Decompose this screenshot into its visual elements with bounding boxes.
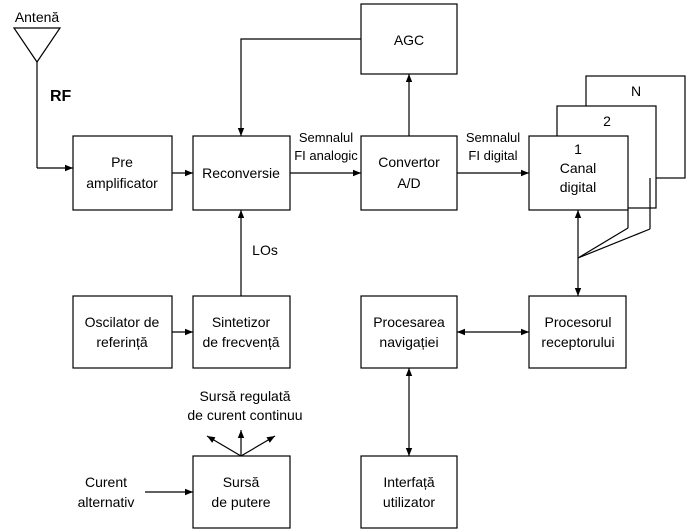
block-procesarea-line1: Procesarea xyxy=(373,314,445,330)
block-interfata-utilizator xyxy=(360,455,458,529)
label-fi-digital-line1: Semnalul xyxy=(466,130,520,145)
block-sintetizor-line1: Sintetizor xyxy=(212,314,271,330)
block-agc-line1: AGC xyxy=(394,32,424,48)
label-fi-analogic-line1: Semnalul xyxy=(299,130,353,145)
block-canal-digital xyxy=(528,135,629,211)
block-procesorul-line2: receptorului xyxy=(541,334,614,350)
block-convertor-ad xyxy=(360,135,458,211)
channel-bus-lines xyxy=(577,178,651,259)
block-convertor-ad-line2: A/D xyxy=(397,175,420,191)
block-interfata-line1: Interfață xyxy=(383,474,435,490)
block-interfata-line2: utilizator xyxy=(383,494,435,510)
block-canal-digital-line2: Canal xyxy=(560,160,597,176)
block-canal-n-label: N xyxy=(631,83,641,99)
block-sursa-line1: Sursă xyxy=(223,474,260,490)
block-preamplificator-line2: amplificator xyxy=(86,175,158,191)
rf-label: RF xyxy=(50,88,72,105)
label-ac-input-line2: alternativ xyxy=(78,494,135,510)
block-procesorul-receptorului xyxy=(528,295,627,369)
label-los: LOs xyxy=(252,242,278,258)
block-canal-digital-line3: digital xyxy=(560,179,597,195)
block-procesarea-line2: navigației xyxy=(379,334,438,350)
block-oscilator-line1: Oscilator de xyxy=(85,314,160,330)
block-agc xyxy=(360,3,458,75)
arrow-agc-to-reconversie xyxy=(237,38,361,136)
label-dc-source-line1: Sursă regulată xyxy=(199,388,290,404)
block-sintetizor xyxy=(192,295,291,369)
block-reconversie-line1: Reconversie xyxy=(202,165,280,181)
block-sintetizor-line2: de frecvență xyxy=(202,334,279,350)
block-procesarea-navigatiei xyxy=(360,295,458,369)
block-oscilator-line2: referință xyxy=(96,334,148,350)
label-ac-input-line1: Curent xyxy=(85,474,127,490)
block-sursa-de-putere xyxy=(192,455,291,529)
dc-output-arrows xyxy=(206,430,276,457)
block-sursa-line2: de putere xyxy=(211,494,270,510)
block-preamplificator-line1: Pre xyxy=(111,154,133,170)
block-procesorul-line1: Procesorul xyxy=(545,314,612,330)
label-fi-digital-line2: FI digital xyxy=(468,148,517,163)
antenna-label: Antenă xyxy=(15,9,60,25)
block-canal-2-label: 2 xyxy=(603,113,611,129)
block-oscilator xyxy=(72,295,173,369)
block-convertor-ad-line1: Convertor xyxy=(378,154,440,170)
block-preamplificator xyxy=(72,135,173,211)
label-fi-analogic-line2: FI analogic xyxy=(294,148,358,163)
block-canal-digital-line1: 1 xyxy=(574,141,582,157)
antenna-icon xyxy=(12,27,73,172)
label-dc-source-line2: de curent continuu xyxy=(187,407,302,423)
